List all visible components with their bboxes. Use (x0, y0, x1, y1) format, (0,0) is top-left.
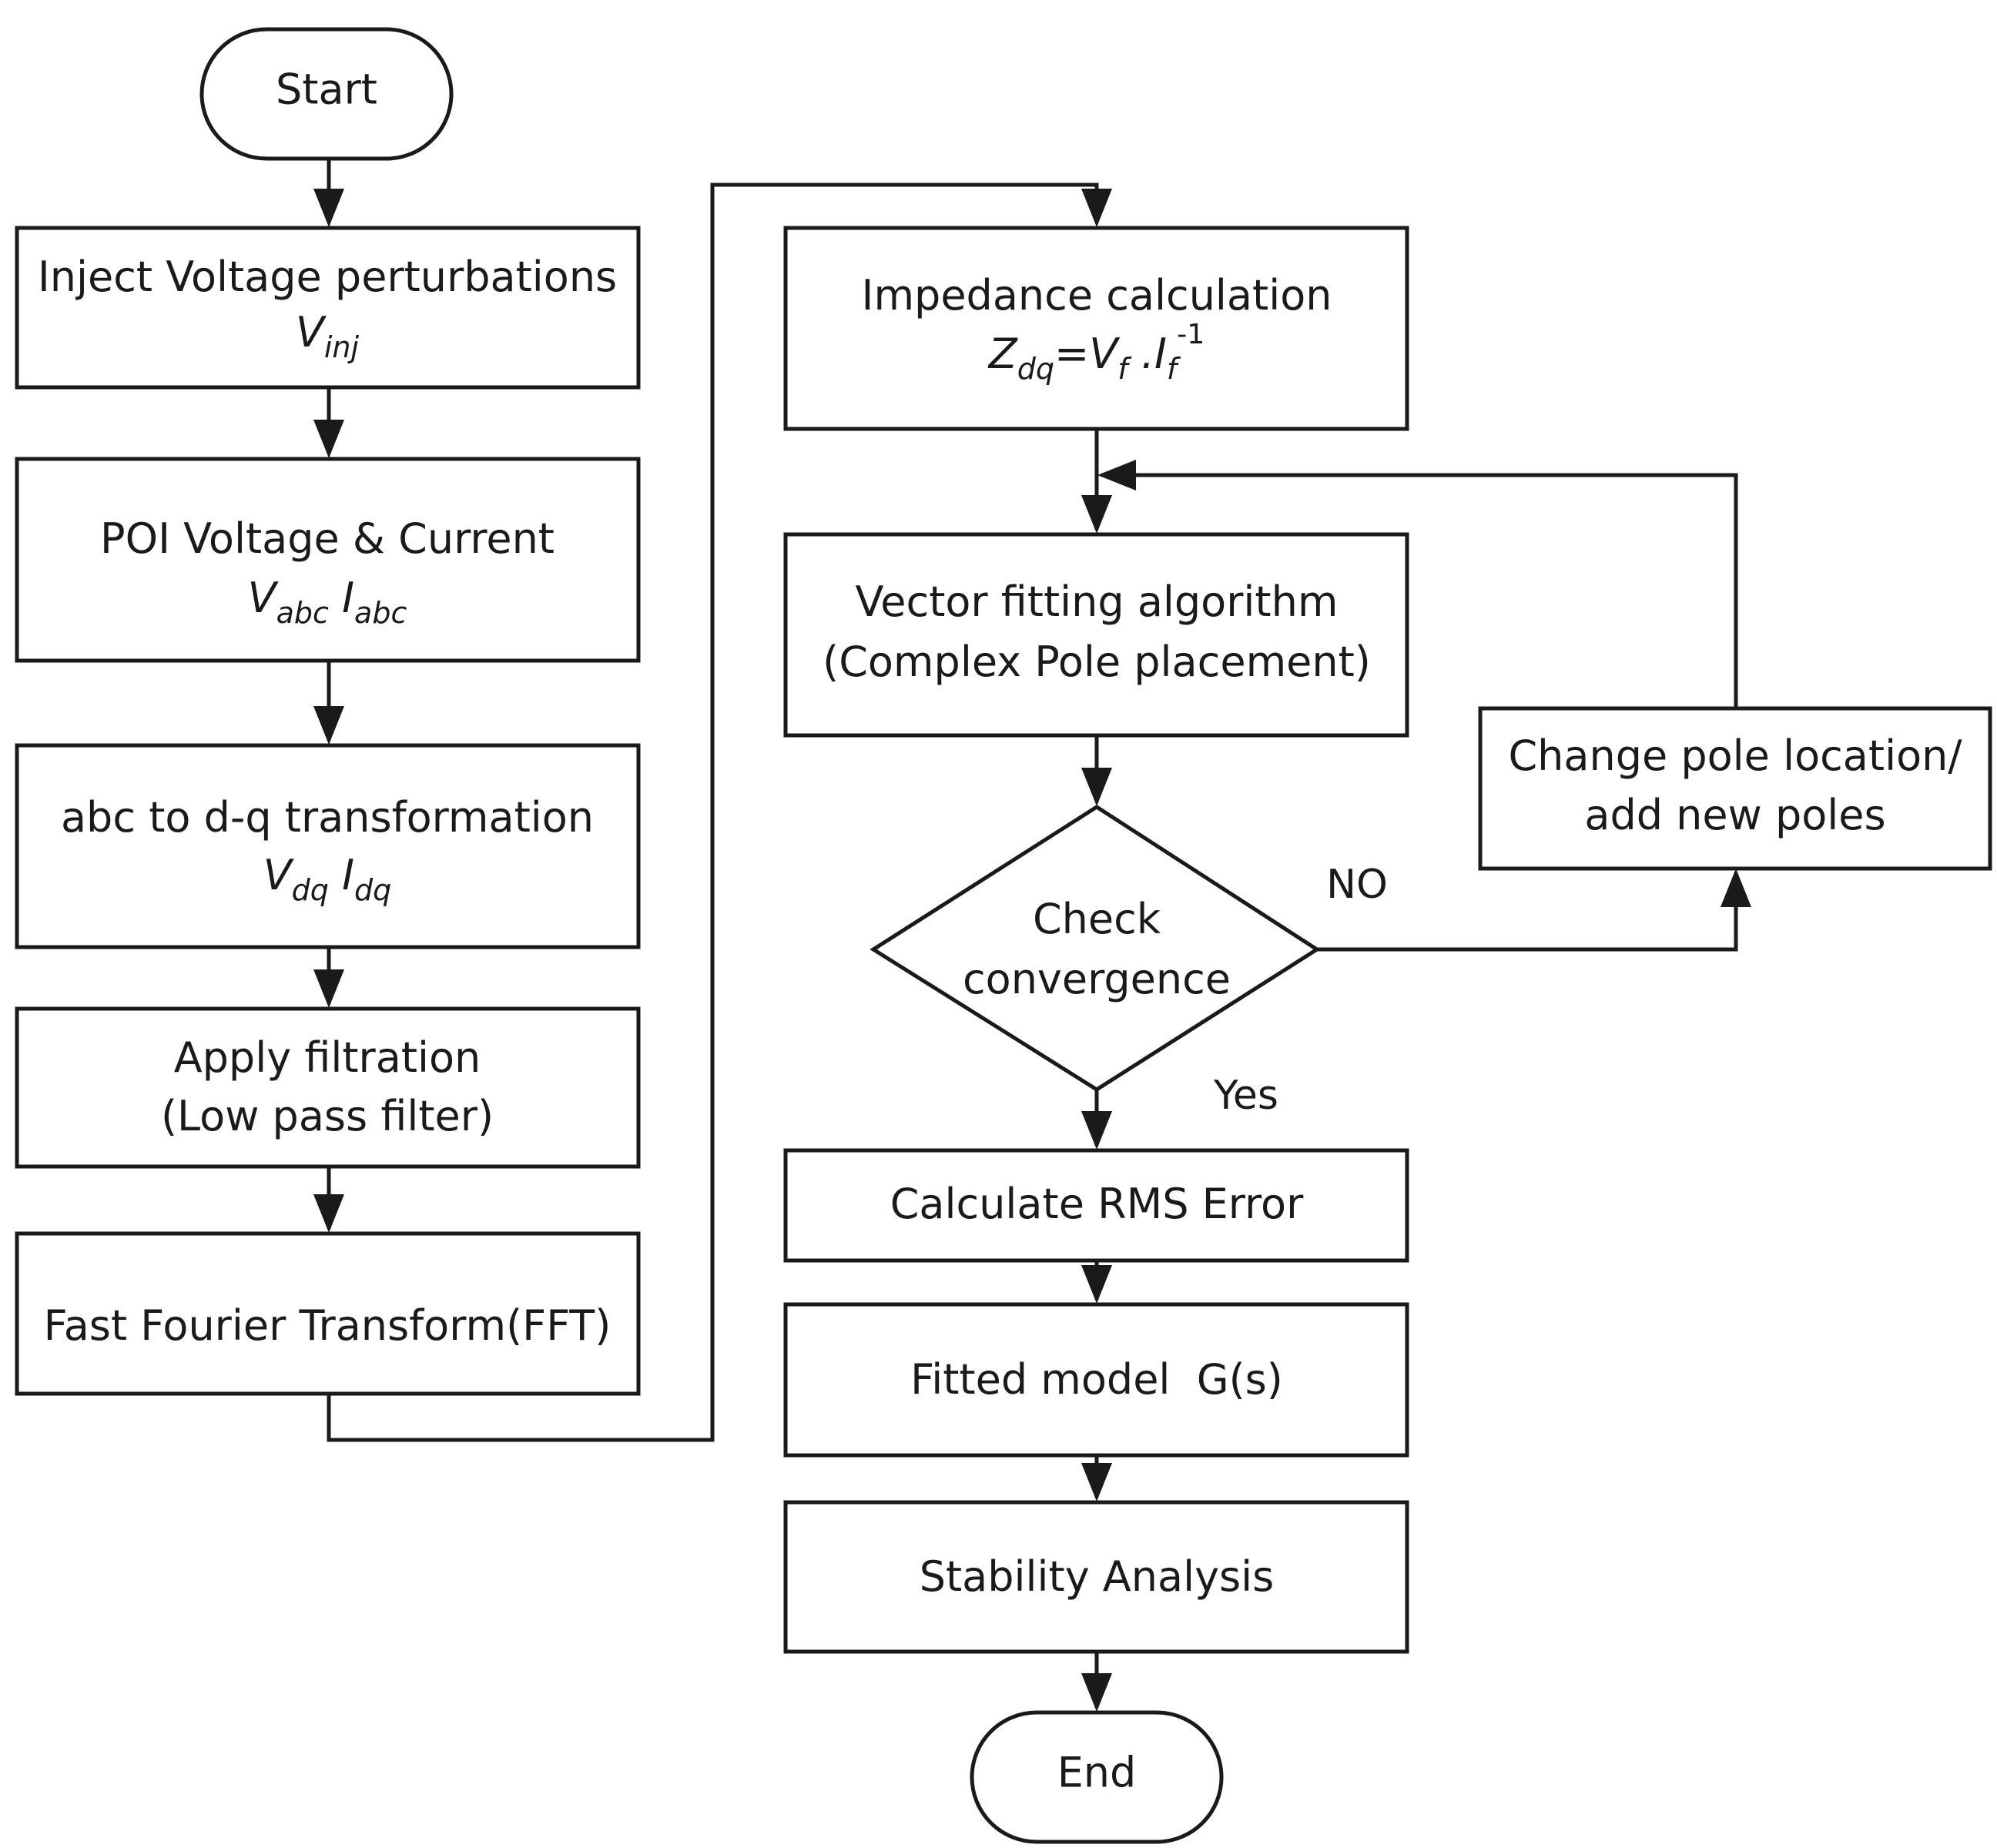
edge-label-no: NO (1326, 862, 1388, 908)
changepole-line2: add new poles (1584, 791, 1885, 839)
inject-title: Inject Voltage perturbations (38, 253, 617, 301)
connectors (313, 160, 1751, 1712)
impedance-dot: . (1128, 330, 1154, 378)
changepole-line1: Change pole location/ (1508, 732, 1962, 780)
impedance-z-symbol: Z (987, 330, 1018, 378)
filter-title: Apply filtration (174, 1033, 481, 1082)
fitted-title: Fitted model G(s) (910, 1355, 1283, 1404)
poi-i-subscript: abc (354, 596, 407, 630)
stability-title: Stability Analysis (920, 1552, 1275, 1601)
arrow-changepole-back-to-vectorfit (1097, 460, 1738, 708)
impedance-z-subscript: dq (1017, 352, 1054, 386)
fft-title: Fast Fourier Transform(FFT) (44, 1301, 611, 1350)
poi-v-symbol: V (248, 574, 280, 622)
vectorfit-subtitle: (Complex Pole placement) (823, 638, 1371, 686)
arrow-fft-to-impedance (327, 182, 1112, 1442)
node-abc-dq-transform: abc to d-q transformation Vdq Idq (15, 743, 641, 949)
node-inject-voltage: Inject Voltage perturbations Vinj (15, 226, 641, 390)
svg-text:Zdq=Vf .If-1: Zdq=Vf .If-1 (987, 319, 1205, 386)
node-impedance-calculation: Impedance calculation Zdq=Vf .If-1 (783, 226, 1409, 431)
impedance-i-superscript: -1 (1177, 319, 1205, 350)
node-vector-fitting: Vector fitting algorithm (Complex Pole p… (783, 532, 1409, 738)
rms-title: Calculate RMS Error (890, 1180, 1304, 1228)
check-line1: Check (1033, 895, 1161, 943)
node-fitted-model: Fitted model G(s) (783, 1302, 1409, 1458)
node-change-pole: Change pole location/ add new poles (1478, 706, 1992, 871)
node-stability-analysis: Stability Analysis (783, 1500, 1409, 1654)
svg-text:Vabc Iabc: Vabc Iabc (248, 574, 407, 630)
node-check-convergence: Check convergence (869, 805, 1321, 1092)
abcdq-v-symbol: V (263, 851, 295, 899)
vectorfit-title: Vector fitting algorithm (856, 578, 1339, 626)
check-line2: convergence (963, 955, 1231, 1003)
inject-v-subscript: inj (324, 330, 360, 364)
node-end: End (970, 1710, 1224, 1844)
impedance-title: Impedance calculation (862, 271, 1332, 320)
node-calculate-rms: Calculate RMS Error (783, 1148, 1409, 1263)
abcdq-title: abc to d-q transformation (61, 793, 594, 842)
start-label: Start (276, 65, 377, 114)
poi-i-symbol: I (342, 574, 354, 622)
abcdq-v-subscript: dq (292, 873, 329, 907)
arrow-check-to-changepole-no (1317, 869, 1751, 952)
svg-text:Vdq Idq: Vdq Idq (263, 851, 392, 907)
impedance-v-symbol: V (1089, 330, 1121, 378)
node-fft: Fast Fourier Transform(FFT) (15, 1231, 641, 1396)
node-start: Start (199, 27, 454, 161)
abcdq-i-symbol: I (342, 851, 354, 899)
svg-text:Vinj: Vinj (296, 308, 360, 364)
impedance-equals: = (1054, 330, 1089, 378)
impedance-i-symbol: I (1154, 330, 1167, 378)
end-label: End (1057, 1749, 1137, 1797)
inject-v-symbol: V (296, 308, 327, 357)
poi-title: POI Voltage & Current (100, 514, 555, 563)
node-poi-voltage-current: POI Voltage & Current Vabc Iabc (15, 457, 641, 663)
edge-label-yes: Yes (1213, 1073, 1278, 1119)
node-apply-filtration: Apply filtration (Low pass filter) (15, 1006, 641, 1169)
filter-subtitle: (Low pass filter) (161, 1092, 494, 1140)
abcdq-i-subscript: dq (354, 873, 391, 907)
poi-v-subscript: abc (276, 596, 329, 630)
